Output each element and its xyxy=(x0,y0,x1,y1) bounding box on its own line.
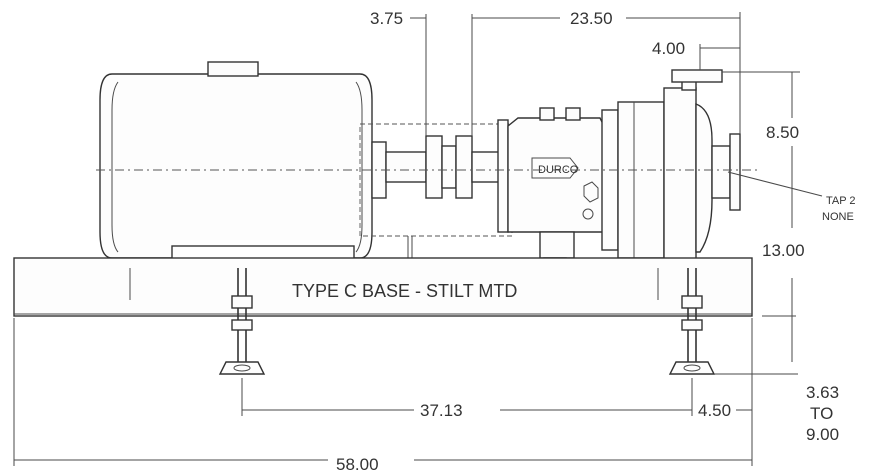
base: TYPE C BASE - STILT MTD xyxy=(13,257,753,317)
shaft-coupling xyxy=(385,135,501,199)
dim-coupling-to-discharge: 23.50 xyxy=(570,9,613,28)
dim-stilt-min: 3.63 xyxy=(806,383,839,402)
bearing-frame: DURCO xyxy=(497,107,605,269)
stilt-right xyxy=(668,268,716,375)
tap-note-line2: NONE xyxy=(822,211,854,223)
dim-discharge-height: 8.50 xyxy=(766,123,799,142)
dimension-lines xyxy=(13,12,823,466)
dim-discharge-to-end: 4.00 xyxy=(652,39,685,58)
dim-shaft-height: 13.00 xyxy=(762,241,805,260)
dim-stilt-to: TO xyxy=(810,404,833,423)
dim-stilt-spacing: 37.13 xyxy=(420,401,463,420)
base-label: TYPE C BASE - STILT MTD xyxy=(292,281,517,301)
motor xyxy=(99,61,387,261)
stilt-left xyxy=(218,268,266,375)
dimension-labels: 3.75 23.50 4.00 8.50 13.00 3.63 TO 9.00 … xyxy=(336,9,856,474)
tap-note-line1: TAP 2 xyxy=(826,195,856,207)
dim-stilt-to-end: 4.50 xyxy=(698,401,731,420)
dim-coupling-gap: 3.75 xyxy=(370,9,403,28)
pump-casing xyxy=(601,69,741,275)
dim-overall-length: 58.00 xyxy=(336,455,379,474)
dim-stilt-max: 9.00 xyxy=(806,425,839,444)
